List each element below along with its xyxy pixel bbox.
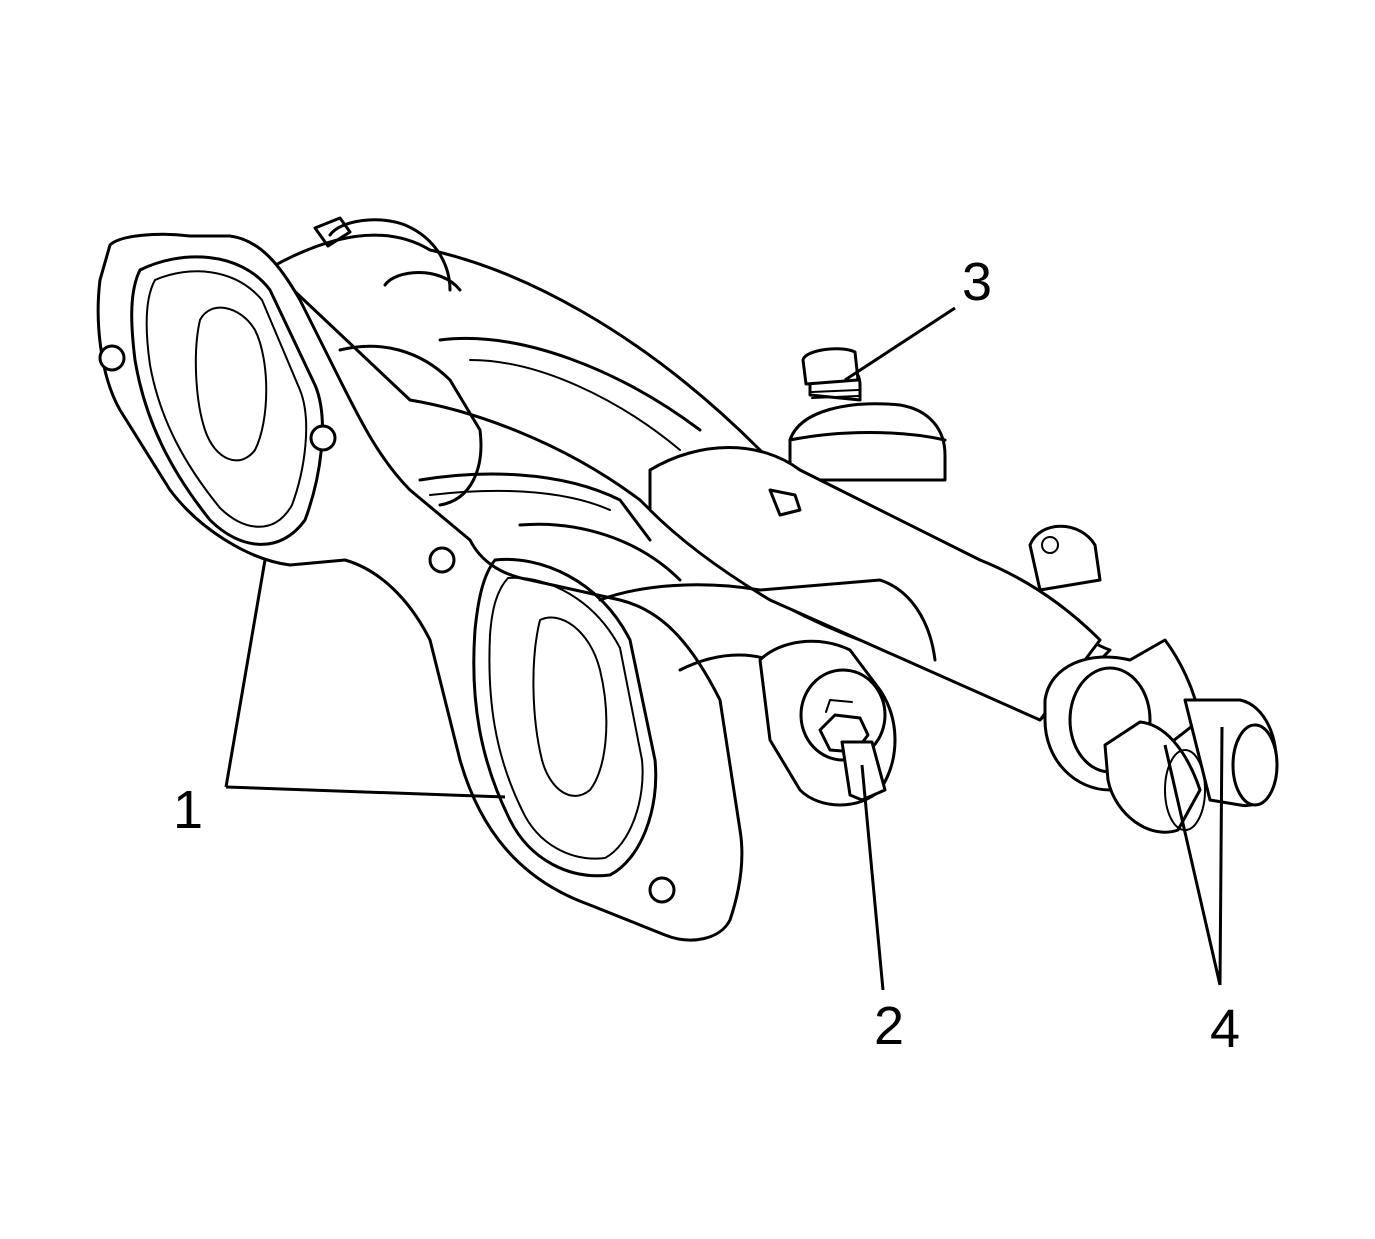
callout-4: 4 (1210, 999, 1240, 1059)
hose-fittings (1043, 638, 1279, 834)
leader-4a (1163, 744, 1222, 986)
callout-2: 2 (874, 996, 904, 1056)
leader-4b (1218, 726, 1224, 986)
leader-3 (844, 306, 956, 382)
leader-lines (224, 306, 1224, 991)
callout-3: 3 (962, 252, 992, 312)
leader-1b (225, 785, 506, 799)
mounting-stud (758, 639, 897, 807)
leader-2 (860, 764, 885, 991)
crossover-tube (648, 446, 1102, 722)
temperature-sensor (788, 347, 947, 482)
leader-1a (224, 559, 267, 788)
manifold-flange (96, 232, 937, 942)
callout-1: 1 (173, 780, 203, 840)
